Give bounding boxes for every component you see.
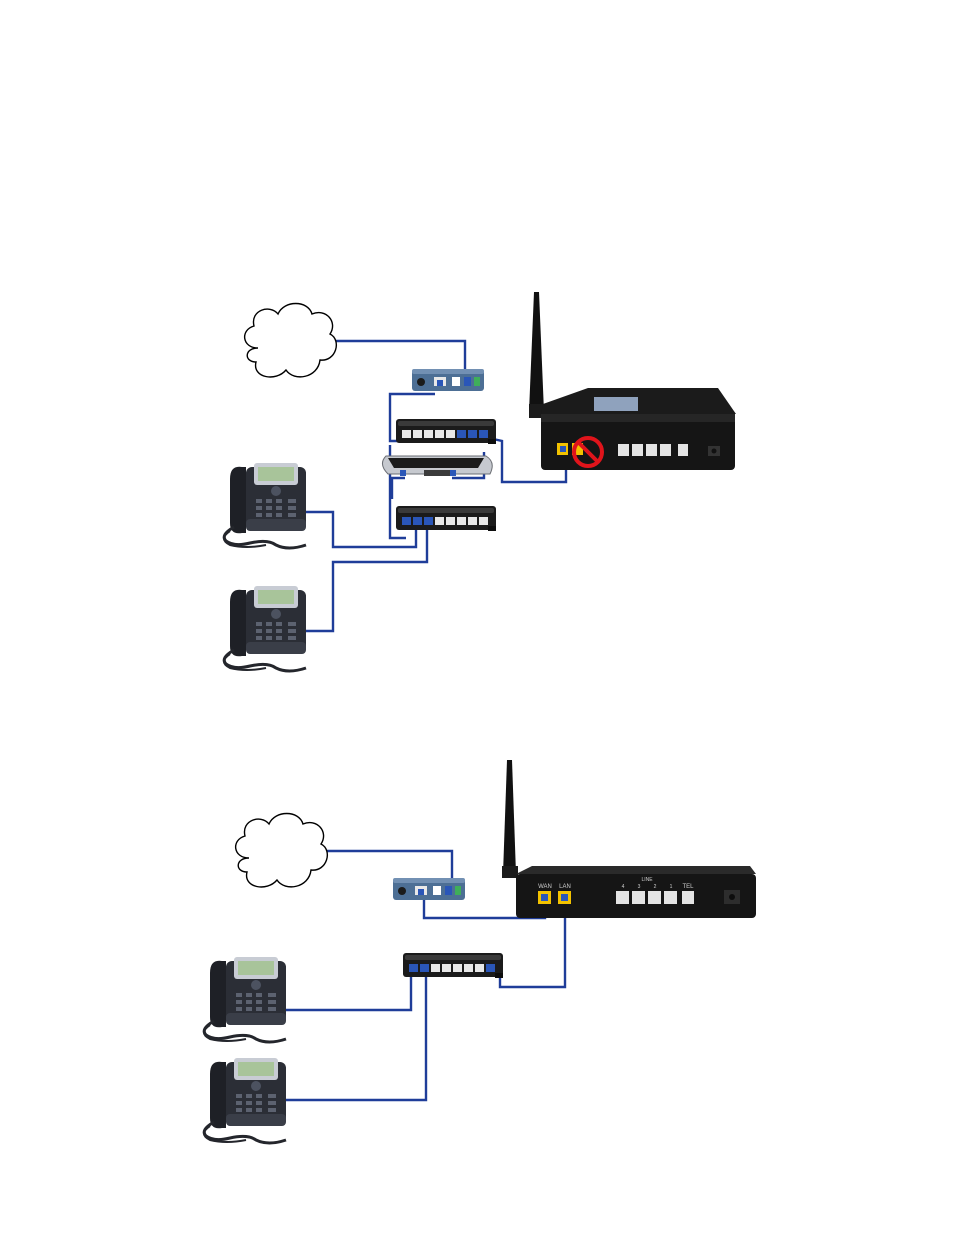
- ethernet-switch-top-upper: [396, 419, 496, 444]
- ethernet-switch-top-lower: [396, 506, 496, 531]
- ethernet-switch-bottom: [403, 953, 503, 978]
- diagram-bottom: WAN LAN LINE 4 3 2 1 TEL: [204, 760, 756, 1143]
- line-port-number-1: 1: [670, 884, 673, 890]
- broadband-modem-bottom: [393, 878, 465, 900]
- line-ports-label: LINE: [641, 877, 653, 883]
- voip-router-bottom: WAN LAN LINE 4 3 2 1 TEL: [502, 760, 756, 918]
- tel-port-label: TEL: [682, 884, 694, 890]
- line-port-number-4: 4: [622, 884, 625, 890]
- ip-phone-bottom-1: [204, 957, 286, 1042]
- ip-phone-bottom-2: [204, 1058, 286, 1143]
- ip-phone-top-2: [224, 586, 306, 671]
- existing-router-top: [382, 456, 492, 476]
- line-port-number-3: 3: [638, 884, 641, 890]
- internet-cloud-bottom: [236, 814, 328, 887]
- ip-phone-top-1: [224, 463, 306, 548]
- broadband-modem-top: [412, 369, 484, 391]
- line-port-number-2: 2: [654, 884, 657, 890]
- wan-port-label: WAN: [538, 884, 552, 890]
- internet-cloud-top: [245, 304, 337, 377]
- lan-port-label: LAN: [559, 884, 571, 890]
- diagram-top: [224, 292, 736, 671]
- voip-router-top: [529, 292, 736, 470]
